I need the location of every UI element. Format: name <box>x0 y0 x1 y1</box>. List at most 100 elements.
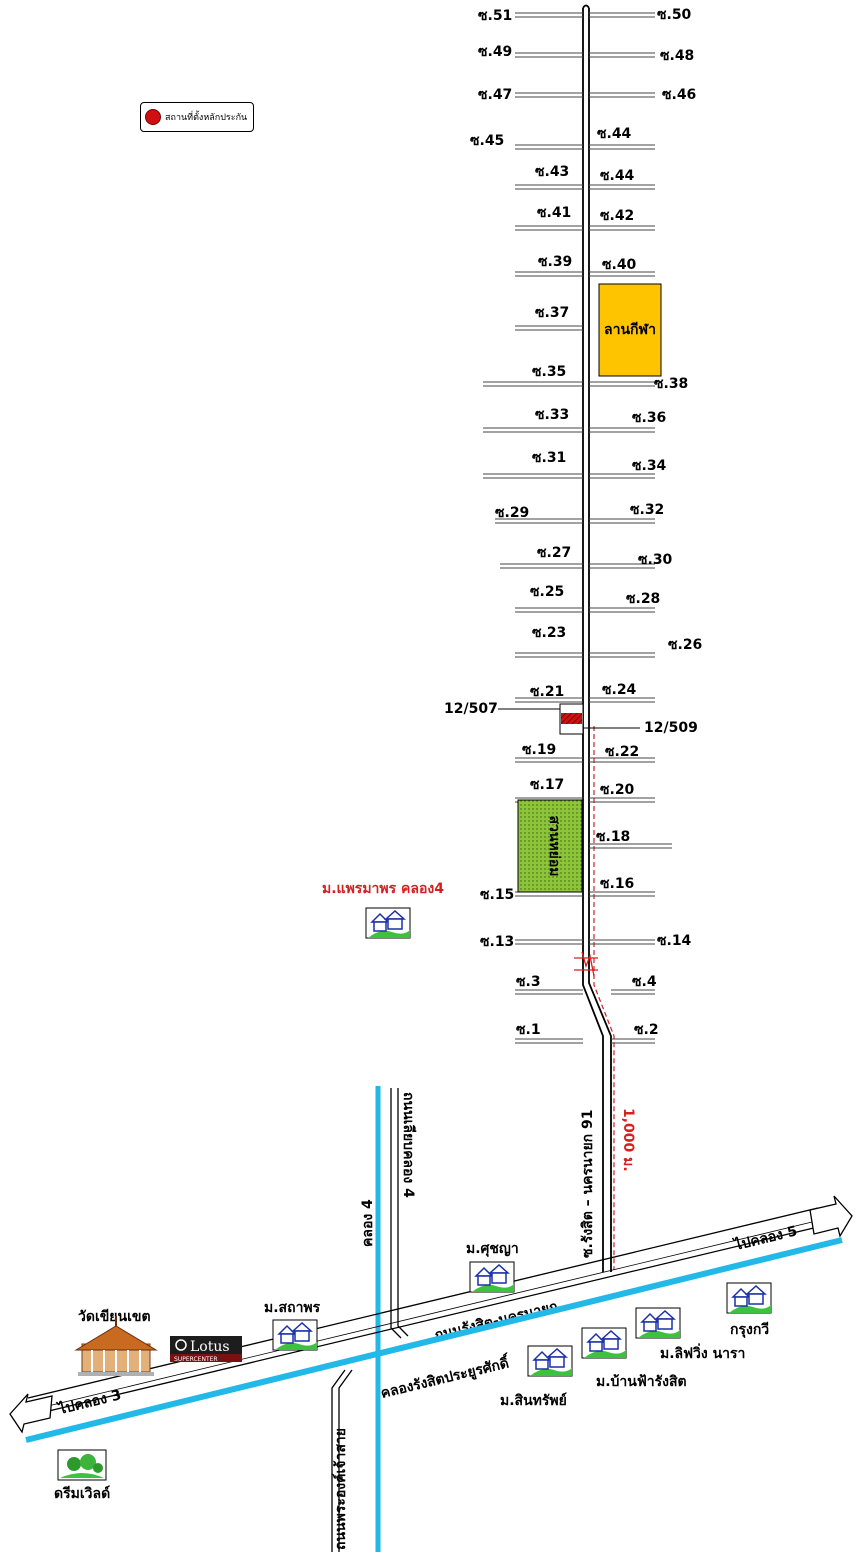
main-soi-road <box>582 4 612 1272</box>
banfa-house-icon <box>581 1327 627 1359</box>
soi-left-label: ซ.49 <box>478 44 512 60</box>
sinsap-house-icon <box>527 1345 573 1377</box>
soi-left-label: ซ.35 <box>532 364 566 380</box>
distance-line <box>593 726 615 1270</box>
prempaporn-house-icon <box>365 907 411 939</box>
soi-left-line <box>515 652 583 658</box>
wat-label: วัดเขียนเขต <box>78 1309 151 1325</box>
side-soi-lines <box>483 12 672 1044</box>
krungkavi-label: กรุงกวี <box>730 1322 769 1338</box>
soi-right-line <box>589 939 655 945</box>
dreamworld-icon <box>57 1449 107 1481</box>
main-soi-label: ซ.รังสิต – นครนายก 91 <box>580 1110 596 1258</box>
map-legend: สถานที่ตั้งหลักประกัน <box>140 102 254 132</box>
soi-left-line <box>515 939 583 945</box>
soi-right-line <box>611 989 655 995</box>
legend-text: สถานที่ตั้งหลักประกัน <box>165 113 248 123</box>
sathaporn-house-icon <box>272 1319 318 1351</box>
park-label: สวนหย่อม <box>546 815 562 876</box>
soi-left-line <box>515 271 583 277</box>
soi-left-label: ซ.25 <box>530 584 564 600</box>
arrow-to-canal3 <box>9 1393 53 1434</box>
lotus-logo: Lotus SUPERCENTER <box>170 1336 242 1363</box>
soi-left-line <box>515 12 583 18</box>
banfa-label: ม.บ้านฟ้ารังสิต <box>596 1374 687 1390</box>
lifwing-label: ม.ลิฟวิ่ง นารา <box>660 1343 745 1362</box>
lotus-text: Lotus <box>190 1339 230 1355</box>
rangsit-road <box>27 1207 823 1416</box>
soi-left-label: ซ.27 <box>537 545 571 561</box>
krungkavi-house-icon <box>726 1282 772 1314</box>
soi-right-line <box>589 52 655 58</box>
phra-ong-road-label: ถนนพระองค์เจ้าสาย <box>332 1428 349 1550</box>
soi-left-line <box>515 144 583 150</box>
soi-left-label: ซ.21 <box>530 684 564 700</box>
soi-left-label: ซ.43 <box>535 164 569 180</box>
soi-right-line <box>589 473 655 479</box>
soi-left-line <box>515 1038 583 1044</box>
soi-left-label: ซ.15 <box>480 887 514 903</box>
soi-right-label: ซ.4 <box>632 974 657 990</box>
soi-right-label: ซ.38 <box>654 376 688 392</box>
soi-left-label: ซ.39 <box>538 254 572 270</box>
soi-right-label: ซ.50 <box>657 7 692 23</box>
sathaporn-label: ม.สถาพร <box>264 1300 321 1316</box>
soi-left-line <box>515 184 583 190</box>
soi-left-label: ซ.31 <box>532 450 566 466</box>
phra-ong-road <box>331 1369 353 1552</box>
soi-left-line <box>515 225 583 231</box>
lifwing-house-icon <box>635 1307 681 1339</box>
soi-left-line <box>515 697 583 703</box>
soi-left-line <box>515 757 583 763</box>
soi-left-label: ซ.19 <box>522 742 556 758</box>
collateral-marker <box>561 713 582 724</box>
plot-label-right: 12/509 <box>644 720 698 736</box>
canal-4-road <box>390 1088 409 1339</box>
soi-left-label: ซ.23 <box>532 625 566 641</box>
suchaya-house-icon <box>469 1261 515 1293</box>
soi-left-line <box>483 473 583 479</box>
canal-4-label: คลอง 4 <box>360 1199 376 1247</box>
soi-left-label: ซ.51 <box>478 8 512 24</box>
soi-left-label: ซ.41 <box>537 205 571 221</box>
soi-right-line <box>589 381 655 387</box>
canal-4-road-label: ถนนเลียบคลอง 4 <box>400 1092 416 1198</box>
soi-right-label: ซ.18 <box>596 829 630 845</box>
soi-left-label: ซ.3 <box>516 974 541 990</box>
soi-left-line <box>515 52 583 58</box>
soi-right-line <box>589 184 655 190</box>
soi-right-line <box>589 652 655 658</box>
soi-left-line <box>483 381 583 387</box>
soi-right-line <box>589 427 655 433</box>
soi-left-label: ซ.45 <box>470 133 504 149</box>
soi-right-line <box>589 563 655 569</box>
soi-left-label: ซ.17 <box>530 777 564 793</box>
soi-right-label: ซ.20 <box>600 782 635 798</box>
soi-left-label: ซ.29 <box>495 505 529 521</box>
arrow-to-canal5 <box>809 1195 853 1238</box>
soi-right-label: ซ.36 <box>632 410 666 426</box>
lotus-sub-text: SUPERCENTER <box>174 1356 218 1363</box>
soi-right-label: ซ.22 <box>605 744 639 760</box>
soi-right-line <box>589 144 655 150</box>
to-canal3-label: ไปคลอง 3 <box>55 1385 123 1418</box>
soi-left-label: ซ.37 <box>535 305 569 321</box>
suchaya-label: ม.ศุชญา <box>466 1241 519 1257</box>
soi-right-line <box>589 891 655 897</box>
soi-left-label: ซ.1 <box>516 1022 541 1038</box>
soi-right-label: ซ.40 <box>602 257 637 273</box>
distance-label: 1,000 ม. <box>620 1108 636 1172</box>
soi-right-line <box>589 697 655 703</box>
soi-left-line <box>483 427 583 433</box>
soi-right-label: ซ.46 <box>662 87 696 103</box>
soi-right-label: ซ.14 <box>657 933 692 949</box>
soi-right-label: ซ.48 <box>660 48 694 64</box>
soi-left-line <box>515 607 583 613</box>
plot-label-left: 12/507 <box>444 701 498 717</box>
soi-left-label: ซ.33 <box>535 407 569 423</box>
soi-right-label: ซ.30 <box>638 552 673 568</box>
soi-right-label: ซ.24 <box>602 682 637 698</box>
soi-right-label: ซ.2 <box>634 1022 659 1038</box>
